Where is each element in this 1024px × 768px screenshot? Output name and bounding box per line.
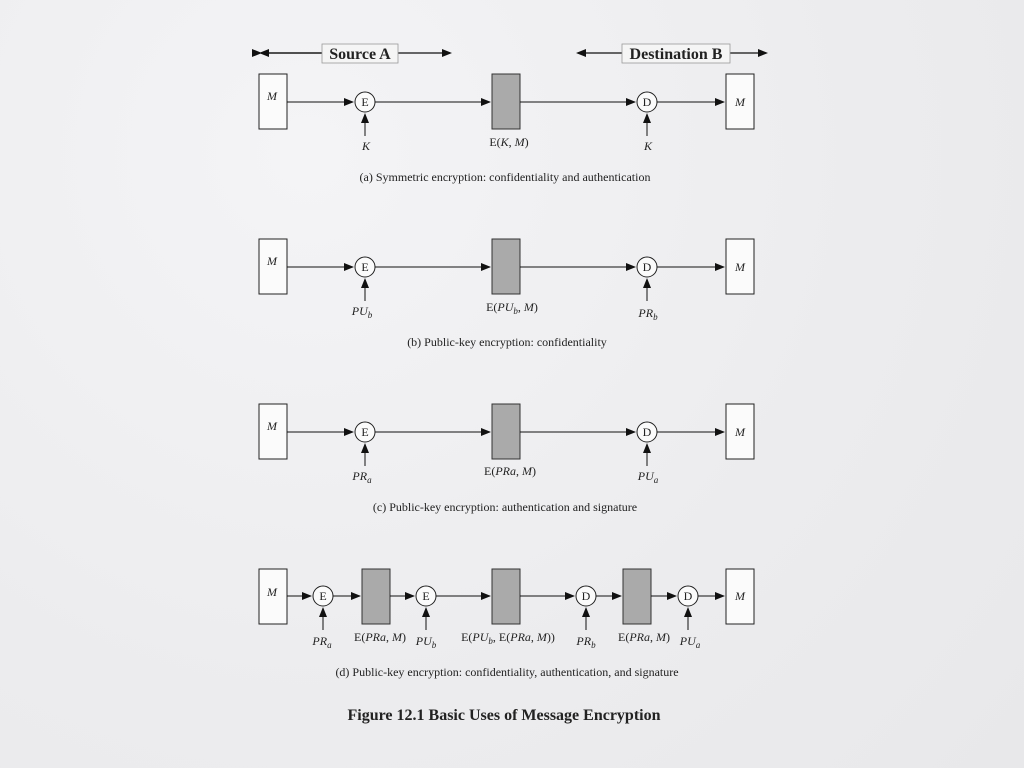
output-message-label: M <box>734 589 746 603</box>
ciphertext-label: E(PUb, E(PRa, M)) <box>461 630 555 646</box>
destination-b-label: Destination B <box>630 46 723 63</box>
message-box <box>258 568 288 625</box>
ciphertext-label: E(PRa, M) <box>484 464 536 478</box>
decrypt-label: D <box>684 589 693 603</box>
verification-key-label: PUa <box>679 634 701 650</box>
signing-key-label: PRa <box>311 634 332 650</box>
signed-block-received-label: E(PRa, M) <box>618 630 670 644</box>
decrypt-label: D <box>643 260 652 274</box>
message-label: M <box>266 585 278 599</box>
signed-block <box>361 568 391 625</box>
message-box <box>258 73 288 130</box>
ciphertext-block <box>491 403 521 460</box>
encrypt-label: E <box>361 425 368 439</box>
panel-a-caption: (a) Symmetric encryption: confidentialit… <box>360 170 651 184</box>
output-message-box <box>725 568 755 625</box>
decrypt-label: D <box>643 425 652 439</box>
message-box <box>258 403 288 460</box>
decryption-key-label: PRb <box>637 306 658 322</box>
panel-b: M E PUb E(PUb, M) D PRb M (b) Public-key… <box>258 238 755 349</box>
decryption-key-label: K <box>643 139 653 153</box>
message-label: M <box>266 89 278 103</box>
ciphertext-label: E(PUb, M) <box>486 300 538 316</box>
panel-a: M E K E(K, M) D K M (a) Symmetric encryp… <box>258 73 755 184</box>
signed-block-received <box>622 568 652 625</box>
source-a-label: Source A <box>329 46 391 63</box>
output-message-box <box>725 73 755 130</box>
encrypt-label: E <box>361 260 368 274</box>
ciphertext-block <box>491 73 521 130</box>
panel-c: M E PRa E(PRa, M) D PUa M (c) Public-key… <box>258 403 755 514</box>
message-box <box>258 238 288 295</box>
encryption-key-label: PUb <box>415 634 437 650</box>
destination-b-header: Destination B <box>576 43 768 64</box>
signed-block-label: E(PRa, M) <box>354 630 406 644</box>
encrypt-label: E <box>319 589 326 603</box>
decryption-key-label: PUa <box>637 469 659 485</box>
encrypt-label: E <box>422 589 429 603</box>
decryption-key-label: PRb <box>575 634 596 650</box>
message-label: M <box>266 419 278 433</box>
panel-d-caption: (d) Public-key encryption: confidentiali… <box>335 665 678 679</box>
encrypt-label: E <box>361 95 368 109</box>
panel-c-caption: (c) Public-key encryption: authenticatio… <box>373 500 637 514</box>
ciphertext-block <box>491 568 521 625</box>
ciphertext-block <box>491 238 521 295</box>
panel-d: M E PRa E(PRa, M) E PUb E(PUb, E(PRa, M)… <box>258 568 755 679</box>
figure-title: Figure 12.1 Basic Uses of Message Encryp… <box>347 707 660 724</box>
output-message-label: M <box>734 95 746 109</box>
output-message-label: M <box>734 425 746 439</box>
encryption-key-label: K <box>361 139 371 153</box>
output-message-label: M <box>734 260 746 274</box>
panel-b-caption: (b) Public-key encryption: confidentiali… <box>407 335 607 349</box>
decrypt-label: D <box>582 589 591 603</box>
encryption-key-label: PRa <box>351 469 372 485</box>
decrypt-label: D <box>643 95 652 109</box>
message-label: M <box>266 254 278 268</box>
ciphertext-label: E(K, M) <box>489 135 528 149</box>
source-a-header: Source A <box>252 43 452 64</box>
output-message-box <box>725 403 755 460</box>
encryption-key-label: PUb <box>351 304 373 320</box>
output-message-box <box>725 238 755 295</box>
